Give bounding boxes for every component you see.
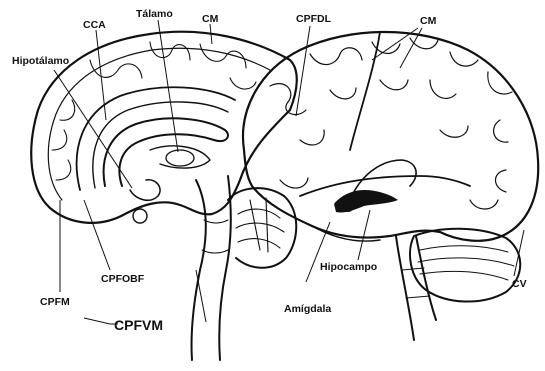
label-cm-left: CM [202, 14, 218, 25]
label-cpfm: CPFM [40, 297, 70, 308]
sagittal-brain [31, 32, 297, 360]
label-cpfobf: CPFOBF [101, 274, 144, 285]
label-hipocampo: Hipocampo [320, 262, 377, 273]
label-cpfdl: CPFDL [296, 14, 331, 25]
label-cv: CV [512, 279, 527, 290]
lateral-brain [243, 32, 538, 340]
label-hipotalamo: Hipotálamo [12, 56, 69, 67]
label-cpfvm: CPFVM [114, 318, 163, 332]
label-cm-right: CM [420, 16, 436, 27]
label-cca: CCA [83, 20, 106, 31]
label-amigdala: Amígdala [284, 304, 331, 315]
label-talamo: Tálamo [136, 9, 173, 20]
